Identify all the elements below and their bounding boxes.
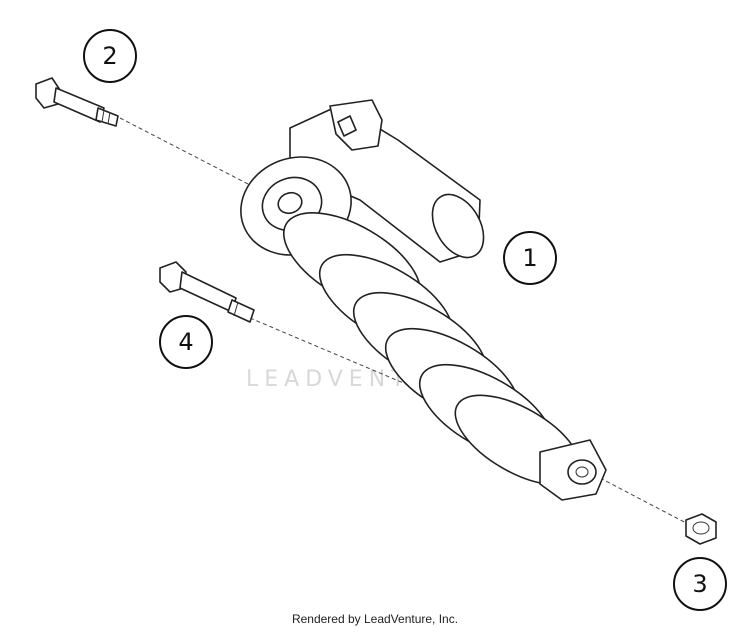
callout-3[interactable]: 3 [673,557,727,611]
leader-line-4 [249,317,421,391]
callout-4-label: 4 [178,328,193,356]
bolt-part-2[interactable] [35,77,119,127]
nut-part-3[interactable] [685,513,717,545]
callout-1-label: 1 [522,244,537,272]
leader-line-3 [599,477,691,526]
callout-3-label: 3 [692,570,707,598]
footer-credit: Rendered by LeadVenture, Inc. [291,612,459,626]
bolt-part-4[interactable] [159,261,255,323]
callout-2[interactable]: 2 [83,29,137,83]
callout-2-label: 2 [102,42,117,70]
callout-4[interactable]: 4 [159,315,213,369]
callout-1[interactable]: 1 [503,231,557,285]
shock-absorber-part-1[interactable] [227,99,607,503]
leader-line-2 [119,117,251,186]
